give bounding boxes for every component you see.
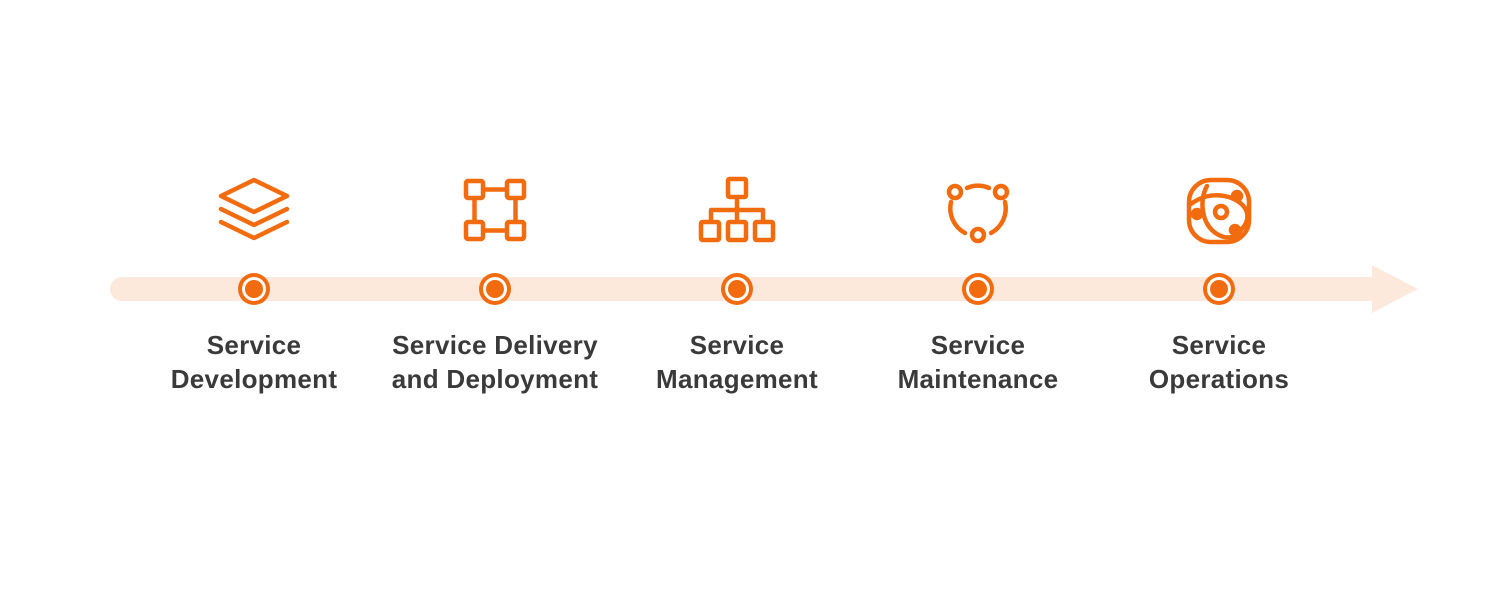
stage-service-operations: Service Operations <box>1099 0 1339 600</box>
layers-icon <box>214 172 294 252</box>
hierarchy-icon <box>697 172 777 252</box>
timeline-marker <box>1203 273 1235 305</box>
timeline-marker <box>962 273 994 305</box>
stage-service-delivery: Service Delivery and Deployment <box>375 0 615 600</box>
timeline-marker <box>479 273 511 305</box>
timeline-arrowhead <box>1372 265 1418 313</box>
stage-service-development: Service Development <box>134 0 374 600</box>
timeline-marker <box>721 273 753 305</box>
stage-label: Service Maintenance <box>897 330 1059 394</box>
stage-service-maintenance: Service Maintenance <box>858 0 1098 600</box>
cycle-icon <box>938 172 1018 252</box>
stage-label: Service Operations <box>1148 330 1290 394</box>
stage-label: Service Delivery and Deployment <box>391 330 599 394</box>
square-network-icon <box>455 172 535 252</box>
timeline-marker <box>238 273 270 305</box>
stage-label: Service Management <box>656 330 818 394</box>
stage-label: Service Development <box>170 330 338 394</box>
stage-service-management: Service Management <box>617 0 857 600</box>
orbit-icon <box>1179 172 1259 252</box>
